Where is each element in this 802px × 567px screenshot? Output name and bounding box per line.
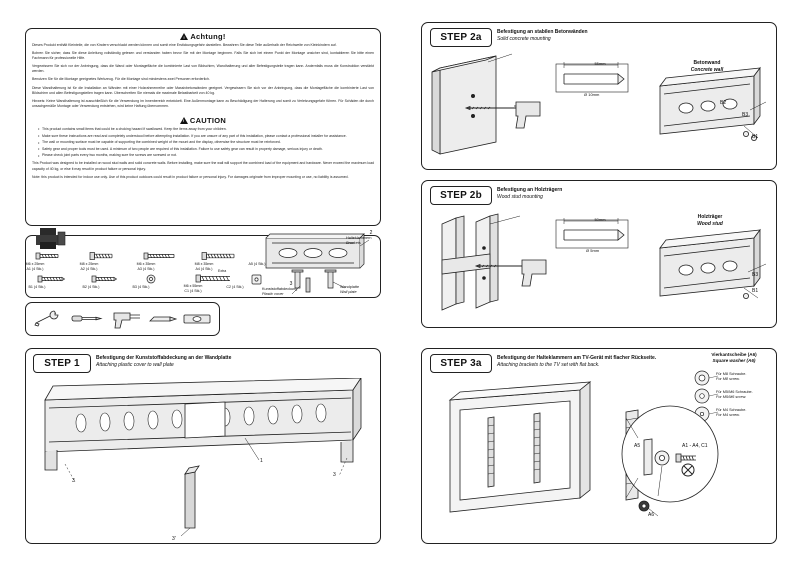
step2a-callout-b2: B2 <box>720 100 727 106</box>
warning-german-text: Dieses Produkt enthält Kleinteile, die v… <box>26 43 380 115</box>
warning-panel: !Achtung! Dieses Produkt enthält Kleinte… <box>25 28 381 226</box>
washer-legend-icons <box>688 370 728 426</box>
step2a-callout-b1: B1 <box>752 134 759 140</box>
step2b-badge: STEP 2b <box>430 186 492 205</box>
warn-de-p5: Hinweis: Keine Wandhalterung ist ausschl… <box>32 98 374 108</box>
step1-callout-3-right: 3 <box>333 472 336 478</box>
step2a-diagram <box>428 50 770 166</box>
step1-callout-3prime: 3' <box>172 536 176 542</box>
hardware-label-a5: A5 (4 Stk.) <box>248 262 266 266</box>
step1-callout-1: 1 <box>260 458 263 464</box>
warn-de-p4: Diese Wandhalterung ist für die Installa… <box>32 85 374 95</box>
warn-en-b4: Please check joint parts every two month… <box>38 153 374 158</box>
warning-heading-en: !CAUTION <box>26 116 380 125</box>
step2b-callout-b3: B3 <box>752 272 759 278</box>
step3a-title: Befestigung der Halteklammern am TV-Gerä… <box>497 355 657 368</box>
step3a-washer-note-m5m6: Für M5/M6 Schraube.For M5/M6 screw. <box>716 390 753 399</box>
step2b-diagram <box>428 208 770 324</box>
hardware-icons-row2 <box>30 272 375 298</box>
hardware-label-b1: B1 (4 Stk.) <box>28 285 46 289</box>
step3a-washer-note-m4: Für M4 Schraube.For M4 screw. <box>716 408 747 417</box>
warn-de-p2: Vergewissern Sie sich vor der Anbringung… <box>32 64 374 74</box>
wallplate-assembly-diagram <box>248 226 378 298</box>
warn-en-b2: The wall or mounting surface must be cap… <box>38 140 374 145</box>
hardware-label-c2: C2 (4 Stk.) <box>226 285 244 289</box>
tools-panel <box>25 302 220 336</box>
step3a-washer-note-m8: Für M8 Schraube.For M8 screw. <box>716 372 747 381</box>
package-icon <box>32 224 72 252</box>
step3a-washer-title: Vierkantscheibe (A6)Square washer (A6) <box>711 352 757 363</box>
warn-en-p1: Note: this product is intended for indoo… <box>32 174 349 179</box>
plastic-cover-callout-number: 3 <box>289 281 293 287</box>
tools-icons <box>34 310 211 329</box>
warn-en-p0: This Product was designed to be installe… <box>32 161 374 171</box>
hardware-label-b3: B3 (4 Stk.) <box>132 285 150 289</box>
warn-en-b1: Make sure these instructions are read an… <box>38 133 374 139</box>
warning-english-text: This product contains small items that c… <box>26 126 380 186</box>
hardware-label-b2: B2 (4 Stk.) <box>82 285 100 289</box>
step3a-callout-a5: A5 <box>634 443 641 449</box>
warn-de-p0: Dieses Produkt enthält Kleinteile, die v… <box>32 43 337 47</box>
step1-callout-3-left: 3 <box>72 478 75 484</box>
warn-en-b0: This product contains small items that c… <box>38 126 374 132</box>
warn-de-p3: Benutzen Sie für die Montage geeignetes … <box>32 77 210 82</box>
step2b-drill-diameter: Ø 5mm <box>586 248 600 253</box>
step2b-callout-b1: B1 <box>752 288 759 294</box>
step3a-diagram <box>430 378 772 538</box>
step2a-drill-diameter: Ø 10mm <box>584 92 600 97</box>
step3a-badge: STEP 3a <box>430 354 492 373</box>
step1-title: Befestigung der Kunststoffabdeckung an d… <box>96 355 232 368</box>
warn-de-p1: Bohren Sie sicher, dass Sie diese Anleit… <box>32 51 374 61</box>
step2b-drill-depth: 50mm <box>594 217 606 222</box>
caution-triangle-icon: ! <box>179 116 188 124</box>
extra-label: Extra <box>218 269 227 273</box>
step2b-title: Befestigung an Holzträgern Wood stud mou… <box>497 187 563 200</box>
step2a-badge: STEP 2a <box>430 28 492 47</box>
brackets-callout-number: 2 <box>369 230 373 236</box>
step1-diagram <box>35 378 375 538</box>
warning-heading-de: !Achtung! <box>26 32 380 41</box>
step2a-callout-b3: B3 <box>742 112 749 118</box>
warning-triangle-icon: ! <box>180 33 189 40</box>
step3a-callout-a1a4c1: A1 - A4, C1 <box>682 443 708 449</box>
warn-en-b3: Safety gear and proper tools must be use… <box>38 146 374 152</box>
step2a-title: Befestigung an stabilen Betonwänden Soli… <box>497 29 588 42</box>
step1-badge: STEP 1 <box>33 354 91 373</box>
step2a-drill-depth: 55mm <box>594 61 606 66</box>
step3a-callout-a6: A6 <box>648 512 655 518</box>
